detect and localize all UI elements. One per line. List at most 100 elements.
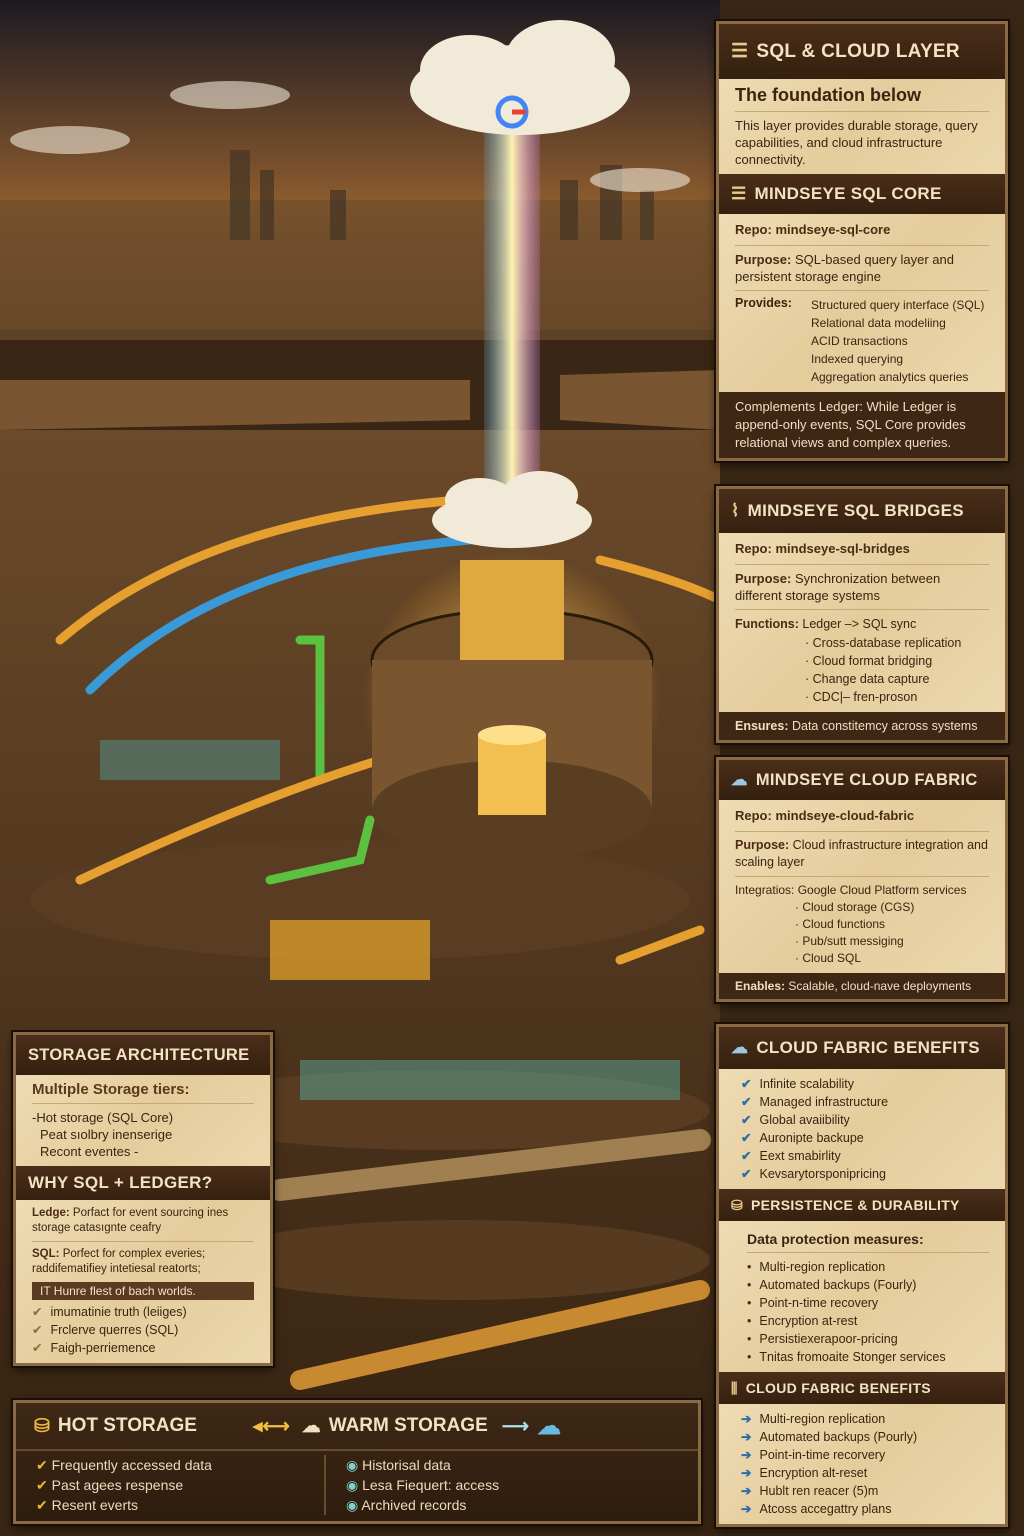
section-title: MINDSEYE CLOUD FABRIC	[755, 770, 978, 789]
measure-text: Point-n-time recovery	[759, 1296, 879, 1310]
arrow-icon: ➔	[741, 1502, 752, 1516]
check-icon: ✔	[741, 1149, 752, 1163]
banner: IT Hunre flest of bach worlds.	[32, 1282, 254, 1300]
sql-label: SQL:	[32, 1248, 60, 1260]
arrow-icon: ➔	[741, 1430, 752, 1444]
benefit-text: Auronipte backupe	[759, 1131, 864, 1145]
repo-label: Repo:	[735, 222, 772, 237]
function-text: CDC|– fren-proson	[812, 690, 918, 704]
purpose-text: Synchronization between different storag…	[735, 570, 941, 603]
check-icon: ✔	[741, 1095, 752, 1109]
hot-item-text: Frequently accessed data	[51, 1457, 212, 1473]
benefit-text: Global avaiibility	[759, 1113, 850, 1127]
bullet-icon: •	[747, 1332, 752, 1346]
arrow-icon: ⟶	[501, 1415, 529, 1437]
benefit-item: ➔ Automated backups (Pourly)	[741, 1428, 989, 1446]
check-icon: ✔	[36, 1457, 52, 1473]
subtitle: Multiple Storage tiers:	[32, 1081, 190, 1098]
point-text: imumatinie truth (leiiges)	[50, 1305, 187, 1319]
function-item: · Cross-database replication	[805, 636, 962, 650]
provides-item: Relational data modeliing	[811, 315, 946, 330]
warm-item: ◉ Historisal data	[346, 1455, 499, 1475]
check-icon: ✔	[741, 1113, 752, 1127]
arrow-icon: ➔	[741, 1448, 752, 1462]
function-text: Cloud format bridging	[812, 654, 933, 668]
point-item: ✔ imumatinie truth (leiiges)	[32, 1303, 254, 1321]
radio-dot-icon: ◉	[346, 1457, 363, 1473]
ensures-label: Ensures:	[735, 719, 789, 733]
bullet-icon: •	[747, 1350, 752, 1364]
measure-item: •Point-n-time recovery	[747, 1294, 989, 1312]
function-text: Cross-database replication	[812, 636, 962, 650]
benefit-item: ✔ Auronipte backupe	[741, 1129, 989, 1147]
integration-text: Cloud storage (CGS)	[802, 899, 915, 914]
section-title: CLOUD FABRIC BENEFITS	[756, 1038, 980, 1057]
database-icon: ⛁	[731, 1196, 744, 1213]
benefit-item: ➔ Point-in-time recorvery	[741, 1446, 989, 1464]
bridge-icon: ⌇	[731, 501, 740, 520]
check-icon: ✔	[36, 1477, 52, 1493]
hot-item: ✔ Resent everts	[36, 1495, 324, 1515]
measure-item: •Automated backups (Fourly)	[747, 1276, 989, 1294]
arrow-icon: ➔	[741, 1484, 752, 1498]
benefit-text: Automated backups (Pourly)	[759, 1430, 918, 1444]
subtitle: The foundation below	[735, 85, 921, 105]
function-item: · Cloud format bridging	[805, 654, 933, 668]
hot-item-text: Resent everts	[51, 1497, 138, 1513]
function-item: · Change data capture	[805, 672, 930, 686]
check-icon: ✔	[32, 1341, 43, 1355]
google-cloud-logo	[495, 95, 529, 129]
check-icon: ✔	[32, 1305, 43, 1319]
section-title: MINDSEYE SQL BRIDGES	[747, 501, 964, 520]
section-title: PERSISTENCE & DURABILITY	[751, 1197, 960, 1213]
cloud-fabric-panel: ☁MINDSEYE CLOUD FABRIC Repo: mindseye-cl…	[716, 757, 1008, 1002]
purpose-text: SQL-based query layer and persistent sto…	[735, 251, 954, 284]
check-icon: ✔	[32, 1323, 43, 1337]
benefit-text: Infinite scalability	[759, 1077, 854, 1091]
measure-text: Persistiexerapoor-pricing	[759, 1332, 898, 1346]
benefit-item: ✔ Global avaiibility	[741, 1111, 989, 1129]
benefit-item: ✔Managed infrastructure	[741, 1093, 989, 1111]
repo-name: mindseye-cloud-fabric	[775, 808, 915, 823]
purpose-text: Cloud infrastructure integration and sca…	[735, 837, 988, 869]
benefit-item: ➔Atcoss accegattry plans	[741, 1500, 989, 1518]
integration-item: · Cloud SQL	[795, 950, 862, 965]
cloud-icon: ☁	[731, 1038, 749, 1057]
measure-text: Encryption at-rest	[759, 1314, 858, 1328]
check-icon: ✔	[741, 1077, 752, 1091]
benefit-item: ✔Kevsarytorsponipricing	[741, 1165, 989, 1183]
storage-tiers-bar: ⛁ HOT STORAGE ◂⟷ ☁ WARM STORAGE ⟶ ☁ ✔ Fr…	[13, 1400, 701, 1524]
provides-item: Structured query interface (SQL)	[811, 297, 985, 312]
hot-item-text: Past agees respense	[51, 1477, 184, 1493]
point-text: Faigh-perriemence	[50, 1341, 156, 1355]
warm-storage-title: WARM STORAGE	[328, 1415, 488, 1436]
glowing-tiers	[100, 740, 680, 1100]
sql-note: SQL: Porfect for complex everies; raddif…	[32, 1247, 254, 1277]
hot-item: ✔ Frequently accessed data	[36, 1455, 324, 1475]
subtitle: Data protection measures:	[747, 1231, 924, 1247]
repo-name: mindseye-sql-core	[775, 222, 891, 237]
tier-item: Peat sıolbry inenserige	[40, 1127, 173, 1142]
purpose-label: Purpose:	[735, 570, 792, 586]
point-item: ✔Frclerve querres (SQL)	[32, 1321, 254, 1339]
bullet-icon: •	[747, 1314, 752, 1328]
repo-name: mindseye-sql-bridges	[775, 541, 910, 556]
ledger-note: Ledge: Porfact for event sourcing ines s…	[32, 1206, 254, 1236]
benefit-text: Encryption alt-reset	[759, 1466, 868, 1480]
integration-item: Google Cloud Platform services	[797, 882, 967, 897]
hot-storage-icon: ⛁	[34, 1415, 50, 1437]
integration-item: · Cloud functions	[795, 916, 886, 931]
clouds	[10, 20, 690, 548]
repo-label: Repo:	[735, 808, 772, 823]
hot-storage-title: HOT STORAGE	[57, 1415, 197, 1436]
integration-text: Cloud functions	[802, 916, 886, 931]
benefit-text: Point-in-time recorvery	[759, 1448, 886, 1462]
check-icon: ✔	[36, 1497, 52, 1513]
measure-item: •Multi-region replication	[747, 1258, 989, 1276]
measure-text: Automated backups (Fourly)	[759, 1278, 917, 1292]
benefit-item: ➔Multi-region replication	[741, 1410, 989, 1428]
provides-label: Provides:	[735, 295, 792, 310]
tier-item: -Hot storage (SQL Core)	[32, 1110, 174, 1125]
measure-item: • Persistiexerapoor-pricing	[747, 1330, 989, 1348]
check-icon: ✔	[741, 1131, 752, 1145]
